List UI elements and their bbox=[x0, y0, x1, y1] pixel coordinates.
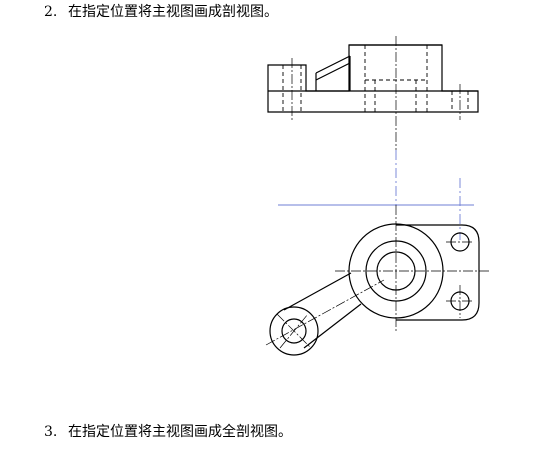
projection-lines bbox=[278, 150, 474, 240]
front-view-outline bbox=[267, 44, 479, 113]
question-2-text: 在指定位置将主视图画成剖视图。 bbox=[68, 4, 278, 20]
rib-edge-upper bbox=[315, 55, 351, 74]
arm-edge-lower bbox=[303, 303, 362, 349]
question-3-text: 在指定位置将主视图画成全剖视图。 bbox=[68, 424, 292, 440]
question-2-number: 2. bbox=[44, 4, 58, 20]
question-3: 3. 在指定位置将主视图画成全剖视图。 bbox=[44, 423, 292, 441]
flange-outline bbox=[396, 224, 480, 321]
front-view bbox=[267, 44, 479, 113]
arm-edge-upper bbox=[283, 272, 352, 311]
top-view-center-lines bbox=[265, 205, 490, 349]
question-3-number: 3. bbox=[44, 424, 58, 440]
question-2: 2. 在指定位置将主视图画成剖视图。 bbox=[44, 3, 278, 21]
top-view bbox=[269, 223, 480, 356]
arm-end-outer-circle bbox=[269, 306, 319, 356]
front-view-hidden-lines bbox=[282, 45, 469, 112]
arm-end-inner-circle bbox=[281, 318, 307, 344]
rib-edge-lower bbox=[315, 62, 351, 81]
front-view-center-lines bbox=[291, 36, 461, 150]
